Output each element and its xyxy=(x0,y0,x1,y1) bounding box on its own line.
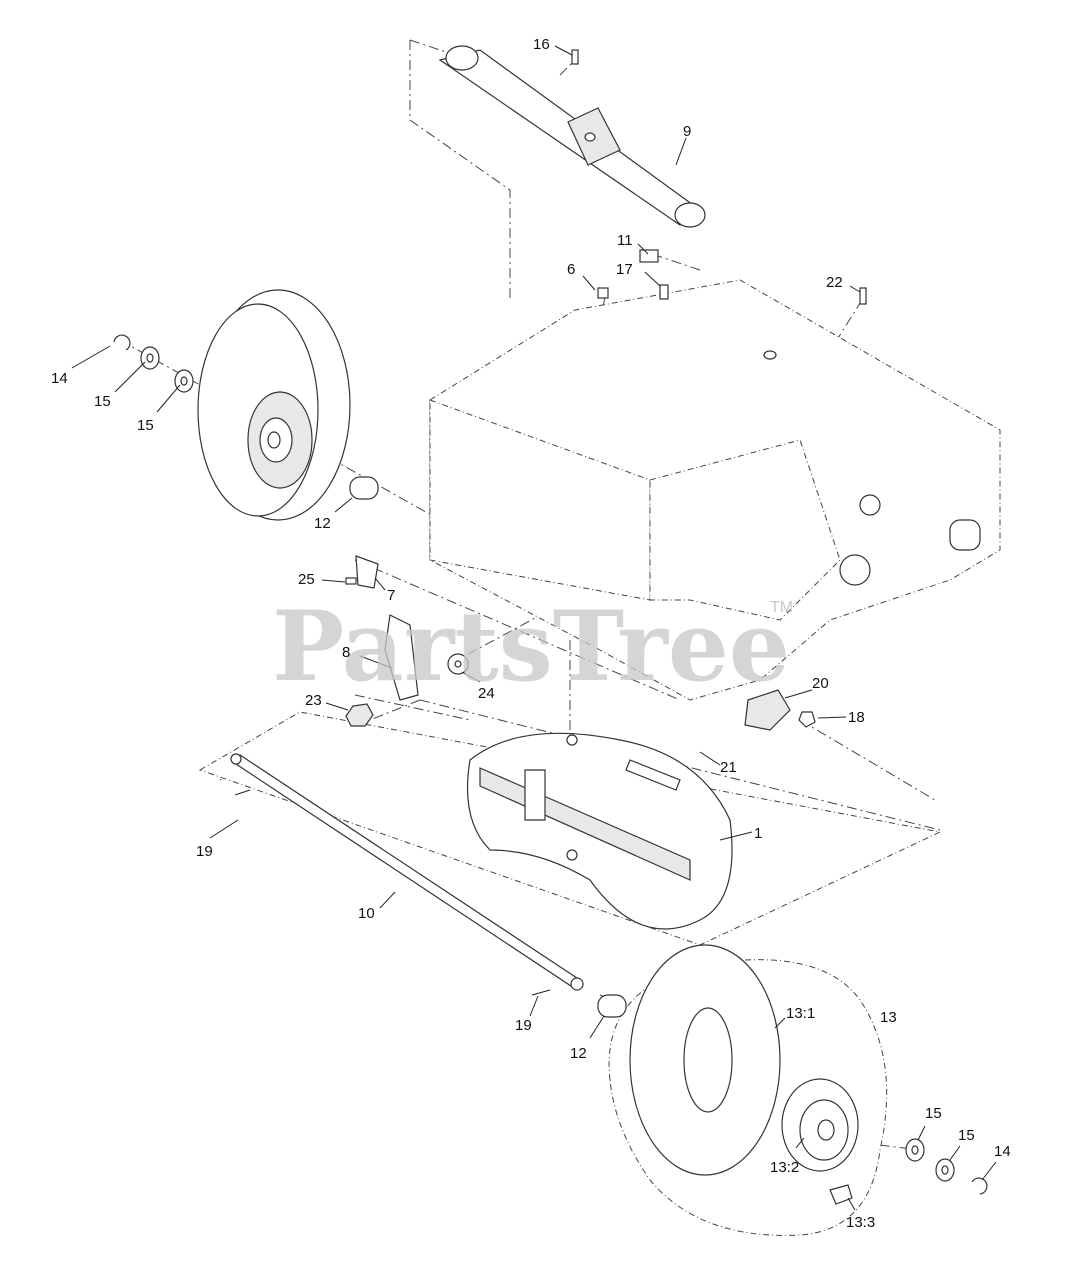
callout-21: 21 xyxy=(720,759,737,776)
callout-12-right: 12 xyxy=(570,1045,587,1062)
callout-19-left: 19 xyxy=(196,843,213,860)
deck-housing xyxy=(429,279,1001,701)
callout-13-1: 13:1 xyxy=(786,1005,815,1022)
callout-25: 25 xyxy=(298,571,315,588)
callout-10: 10 xyxy=(358,905,375,922)
roller-part-9 xyxy=(438,45,706,228)
callout-15-left-a: 15 xyxy=(94,393,111,410)
callout-18: 18 xyxy=(848,709,865,726)
callout-12-left: 12 xyxy=(314,515,331,532)
callout-1: 1 xyxy=(754,825,762,842)
callout-14-left: 14 xyxy=(51,370,68,387)
callout-13-3: 13:3 xyxy=(846,1214,875,1231)
callout-16: 16 xyxy=(533,36,550,53)
callout-19-right: 19 xyxy=(515,1017,532,1034)
callout-6: 6 xyxy=(567,261,575,278)
callout-11: 11 xyxy=(617,232,633,249)
callout-7: 7 xyxy=(387,587,395,604)
callout-15-right-a: 15 xyxy=(925,1105,942,1122)
callout-23: 23 xyxy=(305,692,322,709)
watermark-text: PartsTree xyxy=(272,590,790,703)
callout-17: 17 xyxy=(616,261,633,278)
axle-part-10 xyxy=(230,753,584,996)
callout-15-left-b: 15 xyxy=(137,417,154,434)
pan-assembly-part-1 xyxy=(466,732,733,930)
right-wheel-group xyxy=(597,944,988,1236)
callout-24: 24 xyxy=(478,685,495,702)
small-fasteners xyxy=(345,49,867,731)
left-wheel xyxy=(197,289,351,521)
callout-9: 9 xyxy=(683,123,691,140)
callout-13-2: 13:2 xyxy=(770,1159,799,1176)
callout-labels: 16 9 11 6 17 22 14 15 15 12 25 7 8 24 23… xyxy=(51,36,1011,1231)
watermark-trademark: TM xyxy=(770,599,793,616)
callout-8: 8 xyxy=(342,644,350,661)
callout-14-right: 14 xyxy=(994,1143,1011,1160)
callout-leaders xyxy=(71,45,997,1211)
callout-22: 22 xyxy=(826,274,843,291)
callout-13: 13 xyxy=(880,1009,897,1026)
callout-20: 20 xyxy=(812,675,829,692)
left-hardware xyxy=(113,334,379,500)
callout-15-right-b: 15 xyxy=(958,1127,975,1144)
